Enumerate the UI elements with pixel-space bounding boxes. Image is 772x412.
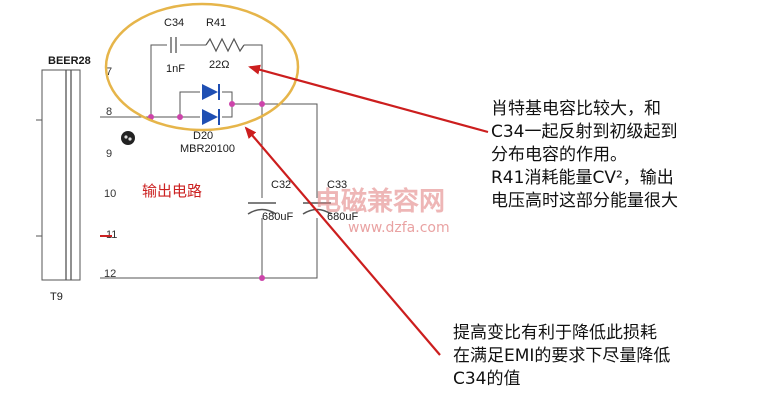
c33-value: 680uF xyxy=(327,211,358,223)
pin-12: 12 xyxy=(104,268,116,280)
highlight-ellipse xyxy=(104,2,300,132)
pin-7: 7 xyxy=(106,66,112,78)
capacitor-c34 xyxy=(170,37,177,53)
annotation-bottom-line: C34的值 xyxy=(453,369,521,389)
c34-value: 1nF xyxy=(166,63,185,75)
transformer-symbol xyxy=(36,69,81,281)
annotation-bottom-line: 在满足EMI的要求下尽量降低 xyxy=(453,346,671,366)
annotation-top-line: C34一起反射到初级起到 xyxy=(491,122,678,142)
c33-ref: C33 xyxy=(327,179,347,191)
arrow-to-snubber xyxy=(248,64,489,134)
arrow-to-diode xyxy=(244,126,441,356)
r41-value: 22Ω xyxy=(209,59,229,71)
junction-nodes xyxy=(148,101,265,281)
d20-part: MBR20100 xyxy=(180,143,235,155)
watermark-cn: 电磁兼容网 xyxy=(315,186,445,217)
transformer-name: BEER28 xyxy=(48,55,91,67)
polarity-dot-highlight xyxy=(128,137,132,141)
r41-ref: R41 xyxy=(206,17,226,29)
pin-8: 8 xyxy=(106,106,112,118)
circuit-wires xyxy=(100,44,318,279)
output-circuit-label: 输出电路 xyxy=(142,182,202,200)
resistor-r41 xyxy=(205,37,245,53)
c34-ref: C34 xyxy=(164,17,184,29)
c32-value: 680uF xyxy=(262,211,293,223)
annotation-top-line: 电压高时这部分能量很大 xyxy=(491,191,678,211)
polarity-dot-highlight xyxy=(124,135,128,139)
watermark-url: www.dzfa.com xyxy=(348,220,450,236)
annotation-top-line: R41消耗能量CV²，输出 xyxy=(491,168,674,188)
polarity-dot-icon xyxy=(121,131,135,145)
annotation-top: 肖特基电容比较大，和 C34一起反射到初级起到 分布电容的作用。 R41消耗能量… xyxy=(491,98,678,213)
capacitor-c32 xyxy=(247,202,277,215)
annotation-bottom: 提高变比有利于降低此损耗 在满足EMI的要求下尽量降低 C34的值 xyxy=(453,322,670,391)
d20-ref: D20 xyxy=(193,130,213,142)
pin-10: 10 xyxy=(104,188,116,200)
annotation-top-line: 肖特基电容比较大，和 xyxy=(491,99,661,119)
transformer-ref: T9 xyxy=(50,291,63,303)
c32-ref: C32 xyxy=(271,179,291,191)
pin-labels: 7 8 9 10 11 12 xyxy=(104,66,117,280)
annotation-top-line: 分布电容的作用。 xyxy=(491,145,627,165)
pin-9: 9 xyxy=(106,148,112,160)
annotation-bottom-line: 提高变比有利于降低此损耗 xyxy=(453,323,657,343)
diode-d20 xyxy=(202,84,220,125)
